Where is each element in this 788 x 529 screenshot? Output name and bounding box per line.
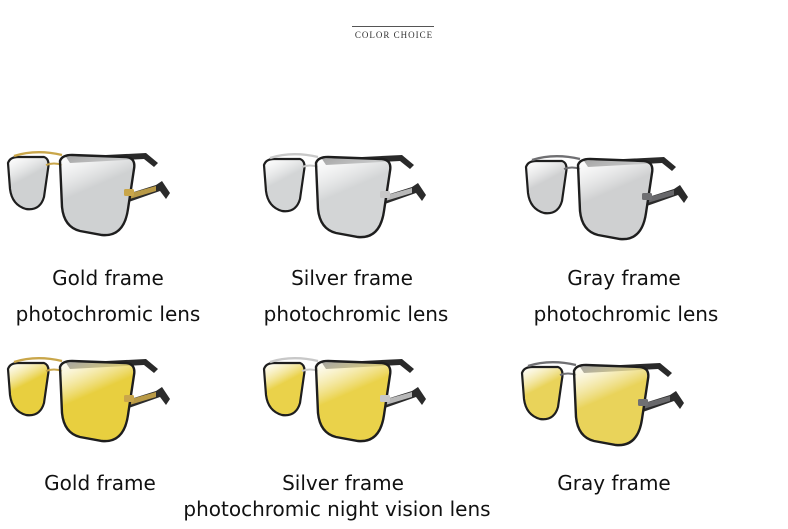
lens-right [314, 155, 392, 239]
bridge-top [269, 153, 319, 160]
lens-right [576, 157, 654, 241]
lens-left [6, 361, 50, 417]
frame-label: Silver frame [282, 471, 404, 495]
hinge [642, 193, 652, 200]
bridge-top [269, 357, 319, 364]
lens-label: photochromic lens [15, 302, 201, 326]
bridge-top [527, 361, 577, 368]
lens-left [262, 157, 306, 213]
lens-left [524, 159, 568, 215]
frame-label: Silver frame [291, 266, 413, 290]
hinge [380, 395, 390, 402]
temple-strip [638, 396, 670, 410]
lens-label: photochromic lens [533, 302, 719, 326]
sunglasses-icon [524, 155, 688, 241]
lens-right [58, 359, 136, 443]
frame-label: Gray frame [567, 266, 681, 290]
temple-strip [380, 188, 412, 202]
sunglasses-icon [6, 357, 170, 443]
bridge-top [13, 357, 63, 364]
hinge [638, 399, 648, 406]
lens-left [6, 155, 50, 211]
night-vision-lens-label: photochromic night vision lens [183, 497, 491, 521]
lens-label: photochromic lens [263, 302, 449, 326]
lens-right [314, 359, 392, 443]
lens-left [262, 361, 306, 417]
sunglasses-icon [6, 151, 170, 237]
temple-strip [642, 190, 674, 204]
frame-label: Gray frame [557, 471, 671, 495]
temple-strip [124, 186, 156, 200]
frame-label: Gold frame [44, 471, 156, 495]
section-title: COLOR CHOICE [354, 30, 434, 40]
hinge [124, 189, 134, 196]
lens-right [58, 153, 136, 237]
sunglasses-icon [520, 361, 684, 447]
temple-strip [380, 392, 412, 406]
hinge [380, 191, 390, 198]
sunglasses-icon [262, 153, 426, 239]
sunglasses-icon [262, 357, 426, 443]
temple-strip [124, 392, 156, 406]
hinge [124, 395, 134, 402]
lens-right [572, 363, 650, 447]
frame-label: Gold frame [52, 266, 164, 290]
lens-left [520, 365, 564, 421]
header-divider [352, 26, 434, 27]
bridge-top [13, 151, 63, 158]
bridge-top [531, 155, 581, 162]
